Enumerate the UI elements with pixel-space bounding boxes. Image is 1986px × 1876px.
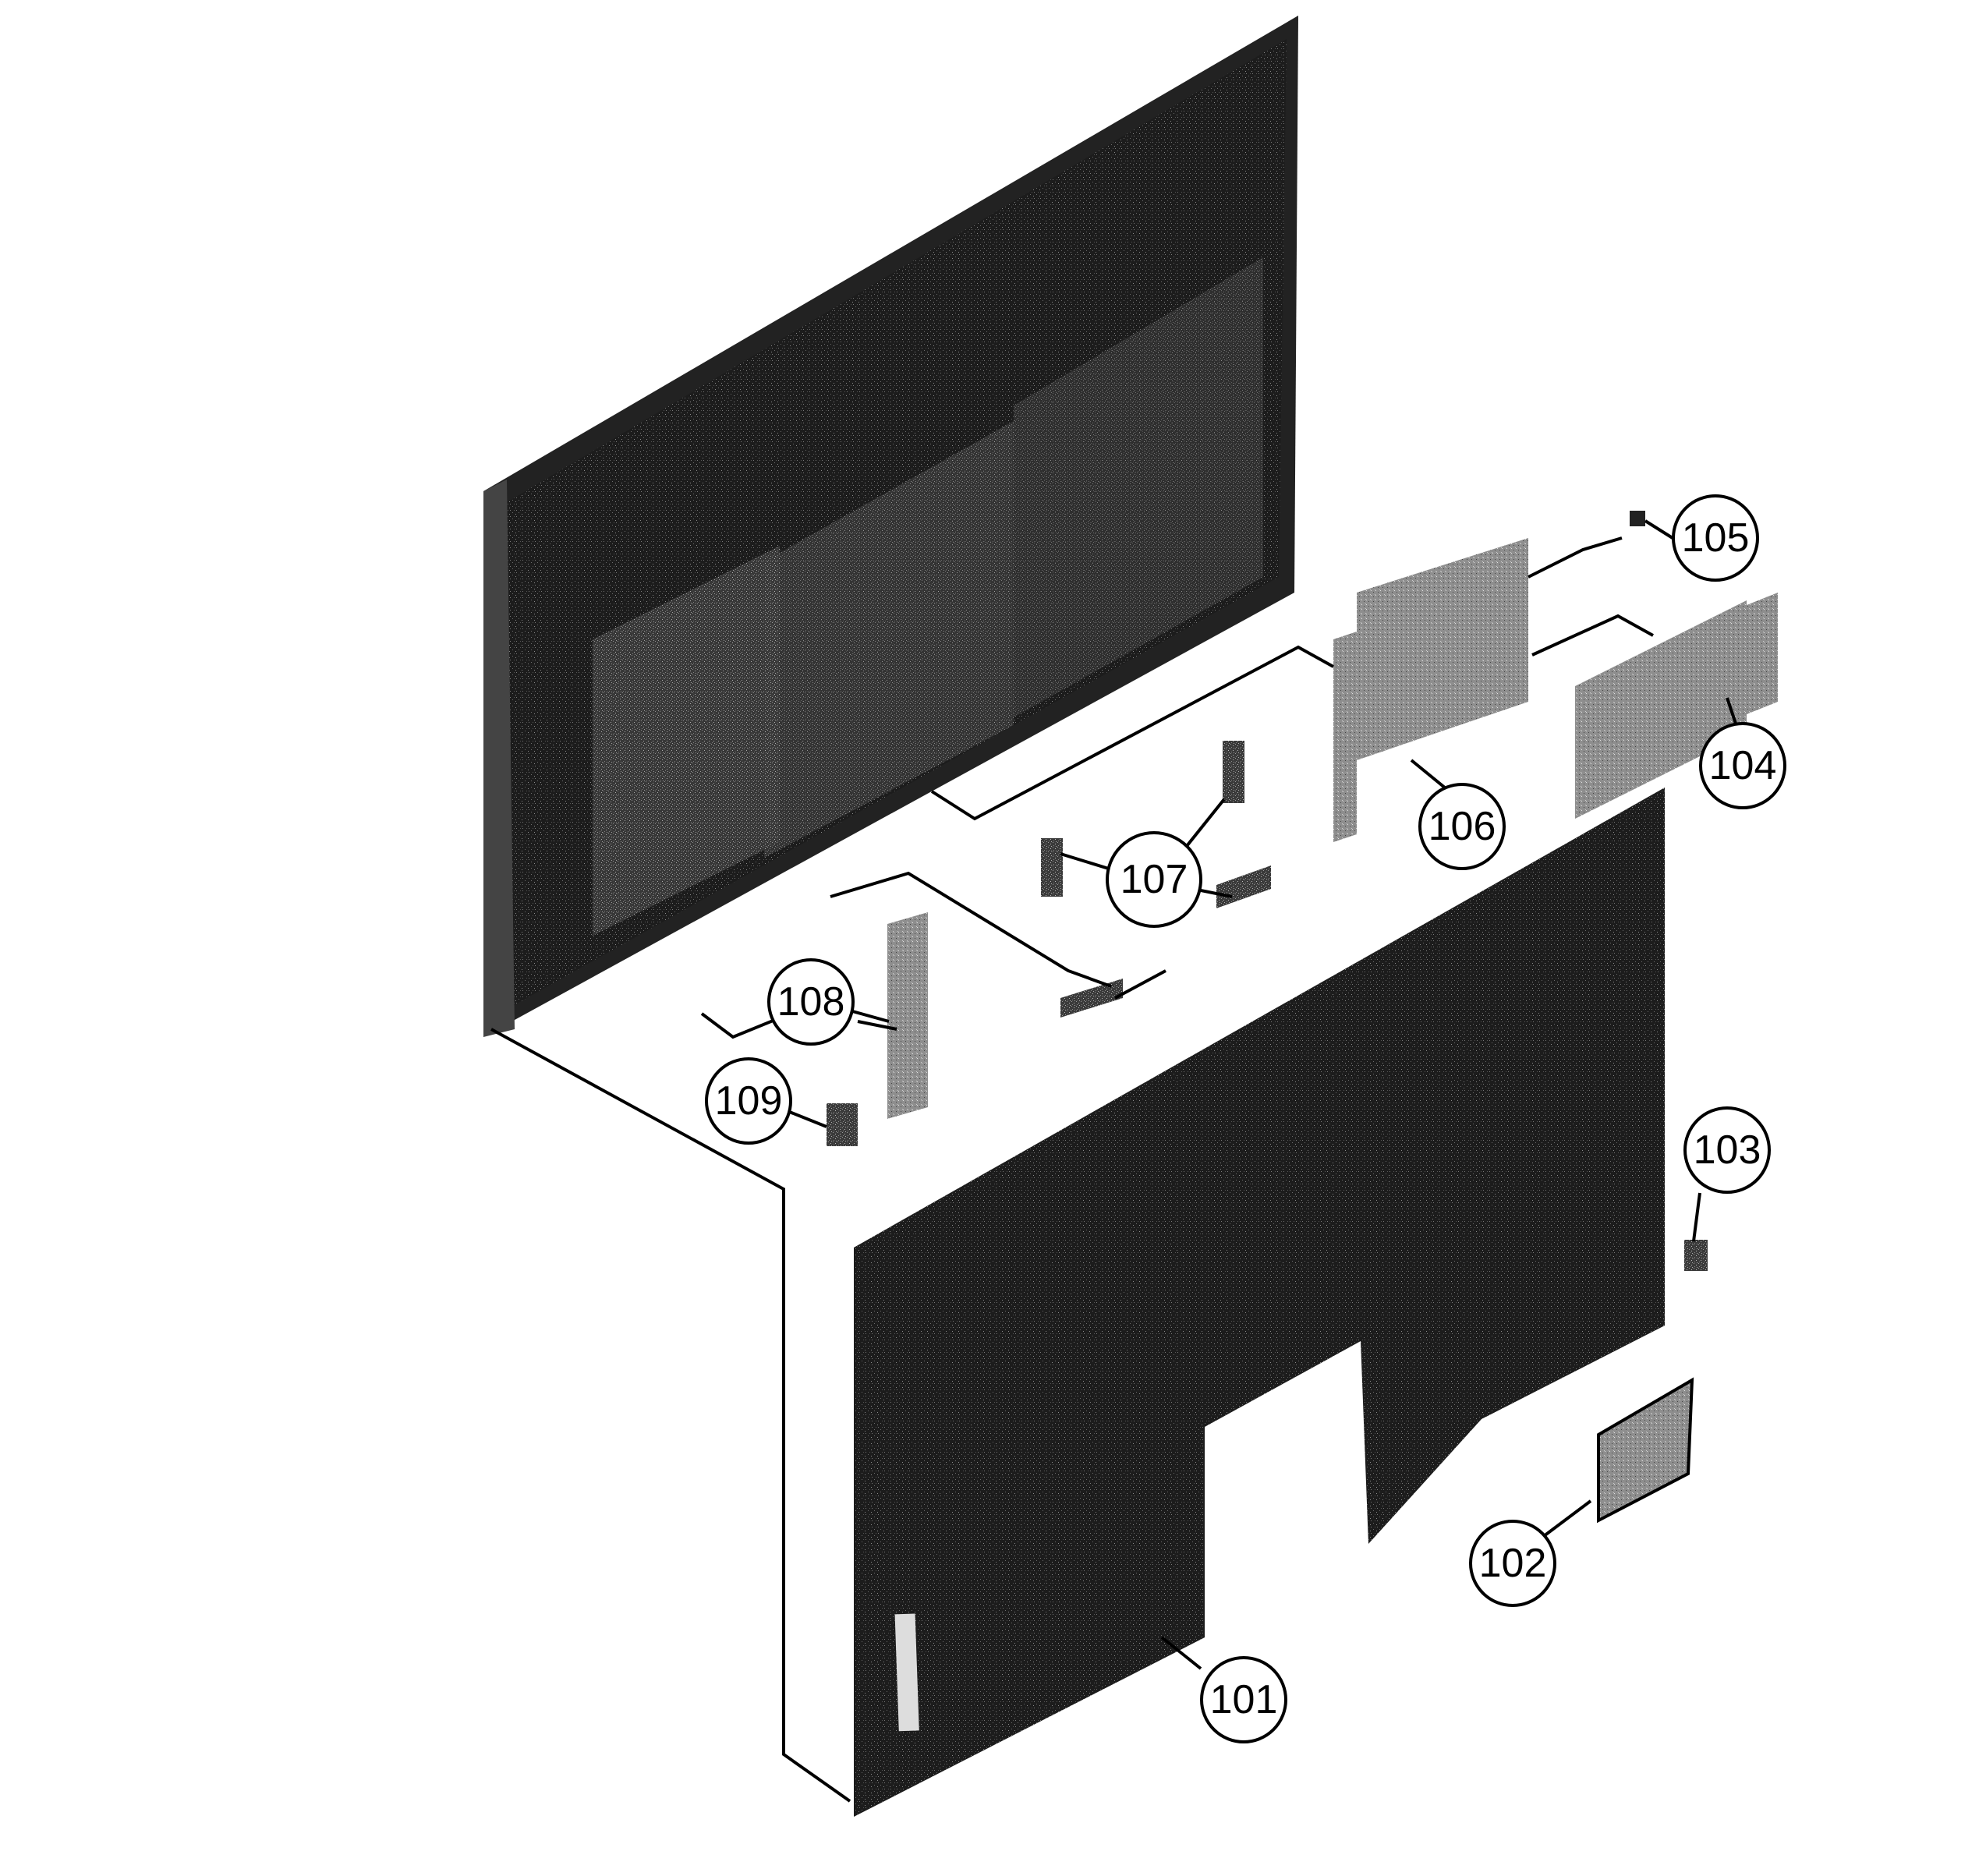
callout-102: 102 — [1469, 1520, 1556, 1607]
part-107-b — [1041, 838, 1063, 897]
board-108 — [887, 912, 928, 1119]
part-105 — [1630, 511, 1645, 526]
callout-label-109: 109 — [715, 1078, 783, 1124]
display-panel — [483, 16, 1298, 1037]
part-102 — [1597, 1377, 1694, 1524]
callout-106: 106 — [1418, 783, 1506, 870]
callout-104: 104 — [1699, 722, 1786, 809]
side-board-104 — [1575, 593, 1778, 819]
callout-108: 108 — [767, 958, 855, 1046]
callout-label-108: 108 — [777, 979, 845, 1025]
callout-101: 101 — [1200, 1656, 1287, 1743]
callout-105: 105 — [1672, 494, 1759, 582]
callout-label-106: 106 — [1428, 804, 1496, 849]
callout-label-104: 104 — [1709, 743, 1777, 788]
callout-label-102: 102 — [1479, 1541, 1547, 1586]
assembly-lines — [490, 519, 1740, 1803]
part-109 — [827, 1103, 858, 1146]
part-107-c — [1216, 865, 1271, 908]
part-107-d — [1060, 979, 1123, 1018]
callout-label-101: 101 — [1210, 1677, 1278, 1722]
part-103 — [1684, 1240, 1708, 1271]
callout-107: 107 — [1106, 831, 1202, 928]
rear-cover — [854, 788, 1665, 1817]
callout-109: 109 — [705, 1057, 792, 1145]
callout-label-103: 103 — [1694, 1127, 1761, 1173]
callout-label-105: 105 — [1682, 515, 1750, 561]
callout-103: 103 — [1683, 1106, 1771, 1194]
part-107-a — [1223, 741, 1244, 803]
callout-label-107: 107 — [1120, 857, 1188, 902]
main-board-106 — [1333, 538, 1528, 842]
